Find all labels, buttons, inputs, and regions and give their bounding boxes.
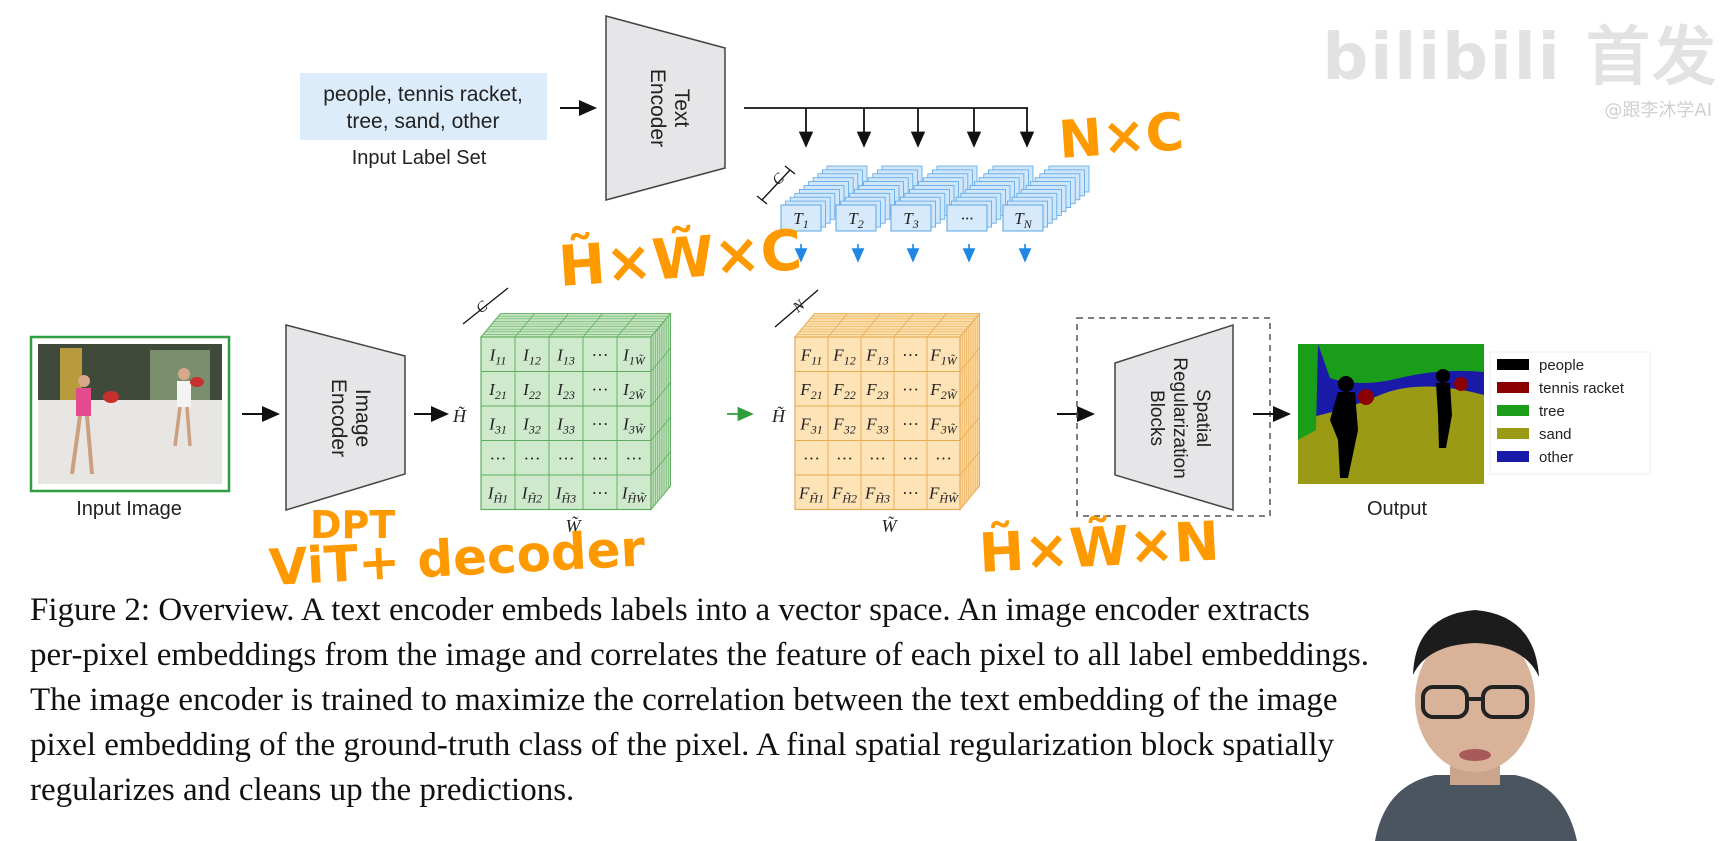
cube-cell: ···: [592, 483, 609, 502]
image-encoder: Image Encoder: [285, 324, 406, 512]
cube-cell: ···: [902, 483, 919, 502]
cube-cell: I2W̃: [622, 380, 646, 402]
legend-item: sand: [1497, 426, 1572, 443]
text-token: T2: [835, 165, 923, 232]
caption-line-5: regularizes and cleans up the prediction…: [30, 772, 575, 808]
annotation-n-by-c: N×C: [1057, 102, 1186, 171]
spatial-label-3: Blocks: [1146, 390, 1167, 446]
image-cube-row-label: H̃: [452, 406, 467, 426]
text-embedding-distribution: [744, 107, 1035, 148]
text-token-label: ···: [961, 209, 974, 228]
cube-cell: ···: [558, 449, 575, 468]
cube-side-face: [650, 312, 671, 511]
cube-cell: ···: [592, 380, 609, 399]
text-embedding-dim-label: C: [770, 170, 789, 189]
cube-top-face: [479, 313, 672, 338]
cube-cell: ···: [902, 449, 919, 468]
label-set-line-2: tree, sand, other: [347, 110, 500, 133]
spatial-label-2: Regularization: [1169, 357, 1190, 478]
legend-item: tennis racket: [1497, 380, 1625, 397]
fused-cube-row-label: H̃: [771, 406, 786, 426]
cube-cell: ···: [592, 414, 609, 433]
legend-label: other: [1539, 449, 1573, 466]
legend-label: people: [1539, 357, 1584, 374]
text-encoder-label-2: Encoder: [646, 69, 669, 147]
output-segmentation: Output: [1298, 344, 1484, 520]
caption-line-3: The image encoder is trained to maximize…: [30, 682, 1338, 718]
legend-swatch: [1497, 405, 1529, 416]
spatial-label-1: Spatial: [1192, 389, 1213, 447]
cube-cell: ···: [592, 345, 609, 364]
output-caption: Output: [1367, 498, 1427, 520]
cube-top-face: [793, 313, 981, 338]
cube-cell: ···: [490, 449, 507, 468]
input-image-caption: Input Image: [76, 498, 182, 520]
legend-swatch: [1497, 451, 1529, 462]
figure-caption: Figure 2: Overview. A text encoder embed…: [30, 588, 1670, 813]
legend-swatch: [1497, 382, 1529, 393]
text-embedding-dim: C: [756, 165, 796, 205]
cube-cell: ···: [902, 414, 919, 433]
annotation-h-w-n: H̃×W̃×N: [977, 509, 1220, 584]
spatial-regularization-block: Spatial Regularization Blocks: [1076, 317, 1271, 517]
image-encoder-label-1: Image: [351, 389, 374, 447]
text-token: T1: [780, 165, 868, 232]
caption-line-2: per-pixel embeddings from the image and …: [30, 637, 1369, 673]
presenter-video: [1375, 610, 1577, 841]
cube-cell: ···: [836, 449, 853, 468]
annotation-dpt: DPT: [310, 503, 395, 547]
cube-cell: ···: [902, 345, 919, 364]
legend-item: other: [1497, 449, 1573, 466]
cube-cell: ···: [935, 449, 952, 468]
legend-item: people: [1497, 357, 1584, 374]
caption-line-1: Figure 2: Overview. A text encoder embed…: [30, 592, 1310, 628]
text-token: ···: [946, 165, 1034, 232]
fused-cube-col-label: W̃: [882, 516, 899, 536]
cube-front-face: [480, 336, 652, 511]
token-down-arrows: [794, 244, 1032, 263]
text-encoder-label-1: Text: [670, 89, 693, 128]
output-legend: people tennis racket tree sand other: [1489, 351, 1651, 475]
legend-label: tennis racket: [1539, 380, 1625, 397]
caption-line-4: pixel embedding of the ground-truth clas…: [30, 727, 1335, 763]
text-token: TN: [1002, 165, 1090, 232]
label-set-line-1: people, tennis racket,: [323, 83, 523, 106]
legend-swatch: [1497, 428, 1529, 439]
cube-side-face: [959, 312, 980, 511]
cube-cell: ···: [524, 449, 541, 468]
text-encoder: Text Encoder: [605, 15, 726, 201]
cube-cell: ···: [803, 449, 820, 468]
cube-cell: ···: [626, 449, 643, 468]
legend-swatch: [1497, 359, 1529, 370]
image-encoder-label-2: Encoder: [327, 379, 350, 457]
cube-cell: ···: [902, 380, 919, 399]
legend-item: tree: [1497, 403, 1565, 420]
cube-front-face: [794, 336, 961, 511]
input-image: Input Image: [29, 335, 231, 520]
cube-cell: ···: [592, 449, 609, 468]
bilibili-watermark: bilibili 首发: [1322, 21, 1718, 95]
cube-cell: ···: [869, 449, 886, 468]
legend-label: tree: [1539, 403, 1565, 420]
channel-watermark: @跟李沐学AI: [1604, 100, 1712, 121]
input-label-set: people, tennis racket, tree, sand, other…: [300, 73, 547, 169]
label-set-caption: Input Label Set: [352, 147, 487, 169]
cube-cell: I33: [556, 414, 575, 436]
legend-label: sand: [1539, 426, 1572, 443]
image-cube-col-label: W̃: [566, 516, 583, 536]
annotation-h-w-c: H̃×W̃×C: [556, 218, 804, 300]
